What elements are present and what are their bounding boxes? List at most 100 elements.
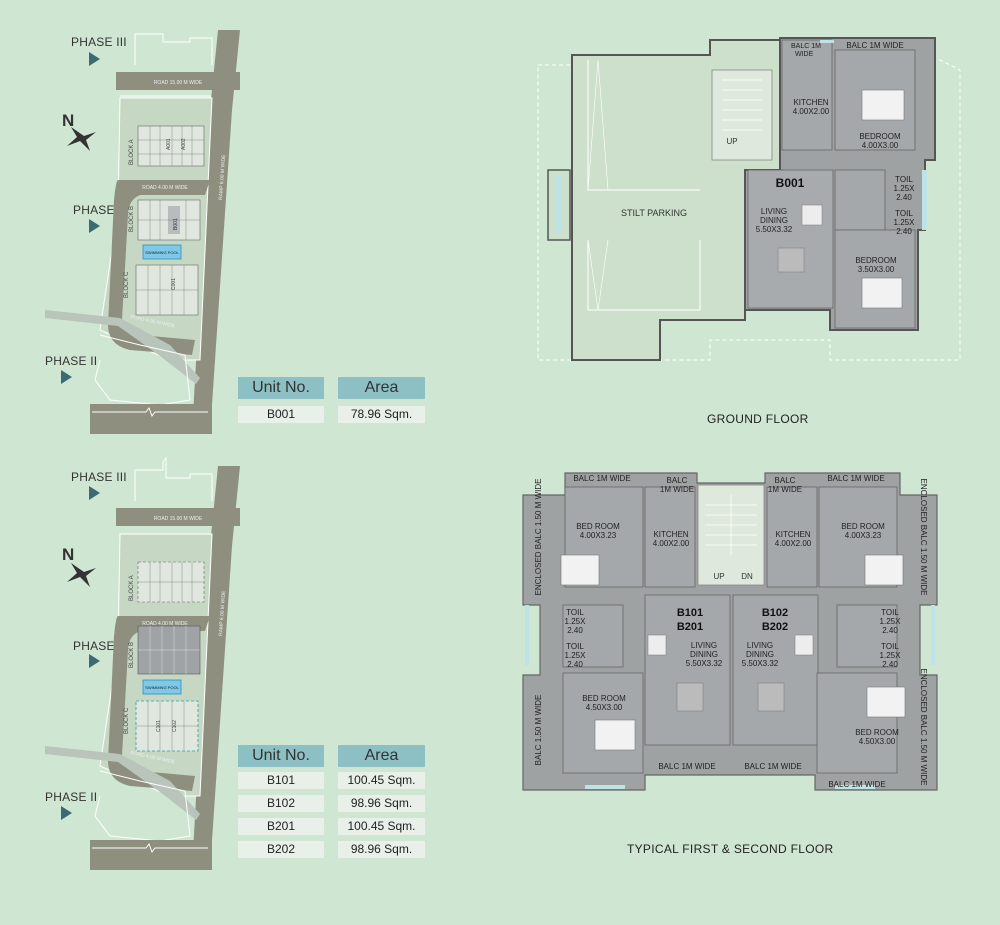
- block-b-label: BLOCK B: [129, 206, 135, 232]
- balc-small-label-1: BALC 1M: [791, 43, 821, 50]
- dining-l-label: DINING: [690, 650, 718, 659]
- block-c-label: BLOCK C: [124, 707, 130, 734]
- unit-c001-label: C001: [171, 278, 177, 290]
- unit-c101-label: C101: [156, 720, 162, 732]
- unit-b102-label: B102: [762, 607, 788, 619]
- area-cell: 100.45 Sqm.: [338, 772, 425, 789]
- toil-r2-label: TOIL: [881, 642, 899, 651]
- kitchen-r-label: KITCHEN: [775, 530, 810, 539]
- stilt-parking-label: STILT PARKING: [621, 208, 687, 218]
- site-map-bottom: ROAD 15.00 M WIDE RAMP 6.00 M WIDE ROAD …: [45, 456, 240, 870]
- balc-wide-label: BALC 1M WIDE: [846, 41, 903, 50]
- toil-l1-dim2: 2.40: [567, 626, 583, 635]
- unit-cell: B001: [238, 406, 324, 423]
- phase-1-arrow-icon: [89, 654, 100, 668]
- unit-b201-label: B201: [677, 621, 703, 633]
- phase-3-label: PHASE III: [71, 35, 127, 49]
- north-label: N: [62, 545, 75, 564]
- balc-bottom-left: BALC 1M WIDE: [658, 762, 715, 771]
- block-a-label: BLOCK A: [129, 575, 135, 601]
- phase-1-arrow-icon: [89, 219, 100, 233]
- living-l-label: LIVING: [691, 641, 717, 650]
- toil2-label: TOIL: [895, 209, 913, 218]
- phase-3-arrow-icon: [89, 52, 100, 66]
- living-l-dim: 5.50X3.32: [686, 659, 723, 668]
- unit-b202-label: B202: [762, 621, 788, 633]
- ground-floor-title: GROUND FLOOR: [707, 412, 809, 426]
- bedroom2-dim: 3.50X3.00: [858, 265, 895, 274]
- living-dim: 5.50X3.32: [756, 225, 793, 234]
- block-a-label: BLOCK A: [129, 139, 135, 165]
- area-header: Area: [338, 745, 425, 767]
- unit-c102-label: C102: [172, 720, 178, 732]
- balc-small-label-2: WIDE: [795, 51, 814, 58]
- toil1-dim2: 2.40: [896, 193, 912, 202]
- unit-b001-label: B001: [776, 176, 805, 190]
- kitchen-l-label: KITCHEN: [653, 530, 688, 539]
- balc-kitchen-left-2: 1M WIDE: [660, 485, 694, 494]
- toil1-dim1: 1.25X: [894, 184, 916, 193]
- bedroom1-label: BEDROOM: [859, 132, 901, 141]
- pool-label: SWIMMING POOL: [145, 250, 179, 255]
- up-label: UP: [726, 137, 737, 146]
- bedroom-r1-label: BED ROOM: [841, 522, 885, 531]
- living-r-dim: 5.50X3.32: [742, 659, 779, 668]
- balc-bottom-mid: BALC 1M WIDE: [744, 762, 801, 771]
- toil1-label: TOIL: [895, 175, 913, 184]
- toil-r1-label: TOIL: [881, 608, 899, 617]
- living-label: LIVING: [761, 207, 787, 216]
- balc-kitchen-left-1: BALC: [667, 476, 688, 485]
- toil-l1-dim1: 1.25X: [565, 617, 587, 626]
- area-cell: 78.96 Sqm.: [338, 406, 425, 423]
- phase-3-arrow-icon: [89, 486, 100, 500]
- toil2-dim1: 1.25X: [894, 218, 916, 227]
- road-15-label: ROAD 15.00 M WIDE: [154, 516, 203, 522]
- toil-l2-dim2: 2.40: [567, 660, 583, 669]
- toil-r1-dim2: 2.40: [882, 626, 898, 635]
- balc-left-side: BALC 1.50 M WIDE: [534, 695, 543, 766]
- enclosed-balc-right-top: ENCLOSED BALC 1.50 M WIDE: [919, 479, 928, 596]
- unit-cell: B101: [238, 772, 324, 789]
- balc-kitchen-right-2: 1M WIDE: [768, 485, 802, 494]
- area-cell: 98.96 Sqm.: [338, 841, 425, 858]
- ground-floor-plan: STILT PARKING UP BALC 1M WIDE BALC 1M WI…: [537, 37, 961, 361]
- ramp-label: RAMP 6.00 M WIDE: [218, 154, 227, 200]
- enclosed-balc-left: ENCLOSED BALC 1.50 M WIDE: [534, 479, 543, 596]
- unit-a001-label: A001: [166, 138, 172, 150]
- phase-3-label: PHASE III: [71, 470, 127, 484]
- bedroom-l1-dim: 4.00X3.23: [580, 531, 617, 540]
- phase-1-label: PHASE I: [73, 203, 122, 217]
- bedroom1-dim: 4.00X3.00: [862, 141, 899, 150]
- phase-2-label: PHASE II: [45, 354, 98, 368]
- kitchen-label: KITCHEN: [793, 98, 828, 107]
- bedroom-l2-label: BED ROOM: [582, 694, 626, 703]
- kitchen-r-dim: 4.00X2.00: [775, 539, 812, 548]
- typical-floor-plan: UP DN BALC 1M WIDE BALC 1M WIDE BALC 1M …: [522, 472, 938, 791]
- area-cell: 100.45 Sqm.: [338, 818, 425, 835]
- toil-l2-dim1: 1.25X: [565, 651, 587, 660]
- toil-l1-label: TOIL: [566, 608, 584, 617]
- phase-2-label: PHASE II: [45, 790, 98, 804]
- toil-r2-dim1: 1.25X: [880, 651, 902, 660]
- balc-kitchen-right-1: BALC: [775, 476, 796, 485]
- toil2-dim2: 2.40: [896, 227, 912, 236]
- bedroom-l2-dim: 4.50X3.00: [586, 703, 623, 712]
- area-header: Area: [338, 377, 425, 399]
- living-r-label: LIVING: [747, 641, 773, 650]
- road-4a-label: ROAD 4.00 M WIDE: [142, 185, 188, 191]
- phase-2-arrow-icon: [61, 370, 72, 384]
- up-label: UP: [713, 572, 724, 581]
- enclosed-balc-right-bottom: ENCLOSED BALC 1.50 M WIDE: [919, 669, 928, 786]
- road-15-label: ROAD 15.00 M WIDE: [154, 80, 203, 86]
- balc-left-top-label: BALC 1M WIDE: [573, 474, 630, 483]
- pool-label: SWIMMING POOL: [145, 685, 179, 690]
- kitchen-l-dim: 4.00X2.00: [653, 539, 690, 548]
- toil-r2-dim2: 2.40: [882, 660, 898, 669]
- unit-b001-label: B001: [173, 218, 179, 230]
- bedroom2-label: BEDROOM: [855, 256, 897, 265]
- unit-a002-label: A002: [181, 138, 187, 150]
- typical-floor-title: TYPICAL FIRST & SECOND FLOOR: [627, 842, 834, 856]
- dn-label: DN: [741, 572, 753, 581]
- balc-right-top-label: BALC 1M WIDE: [827, 474, 884, 483]
- bedroom-r1-dim: 4.00X3.23: [845, 531, 882, 540]
